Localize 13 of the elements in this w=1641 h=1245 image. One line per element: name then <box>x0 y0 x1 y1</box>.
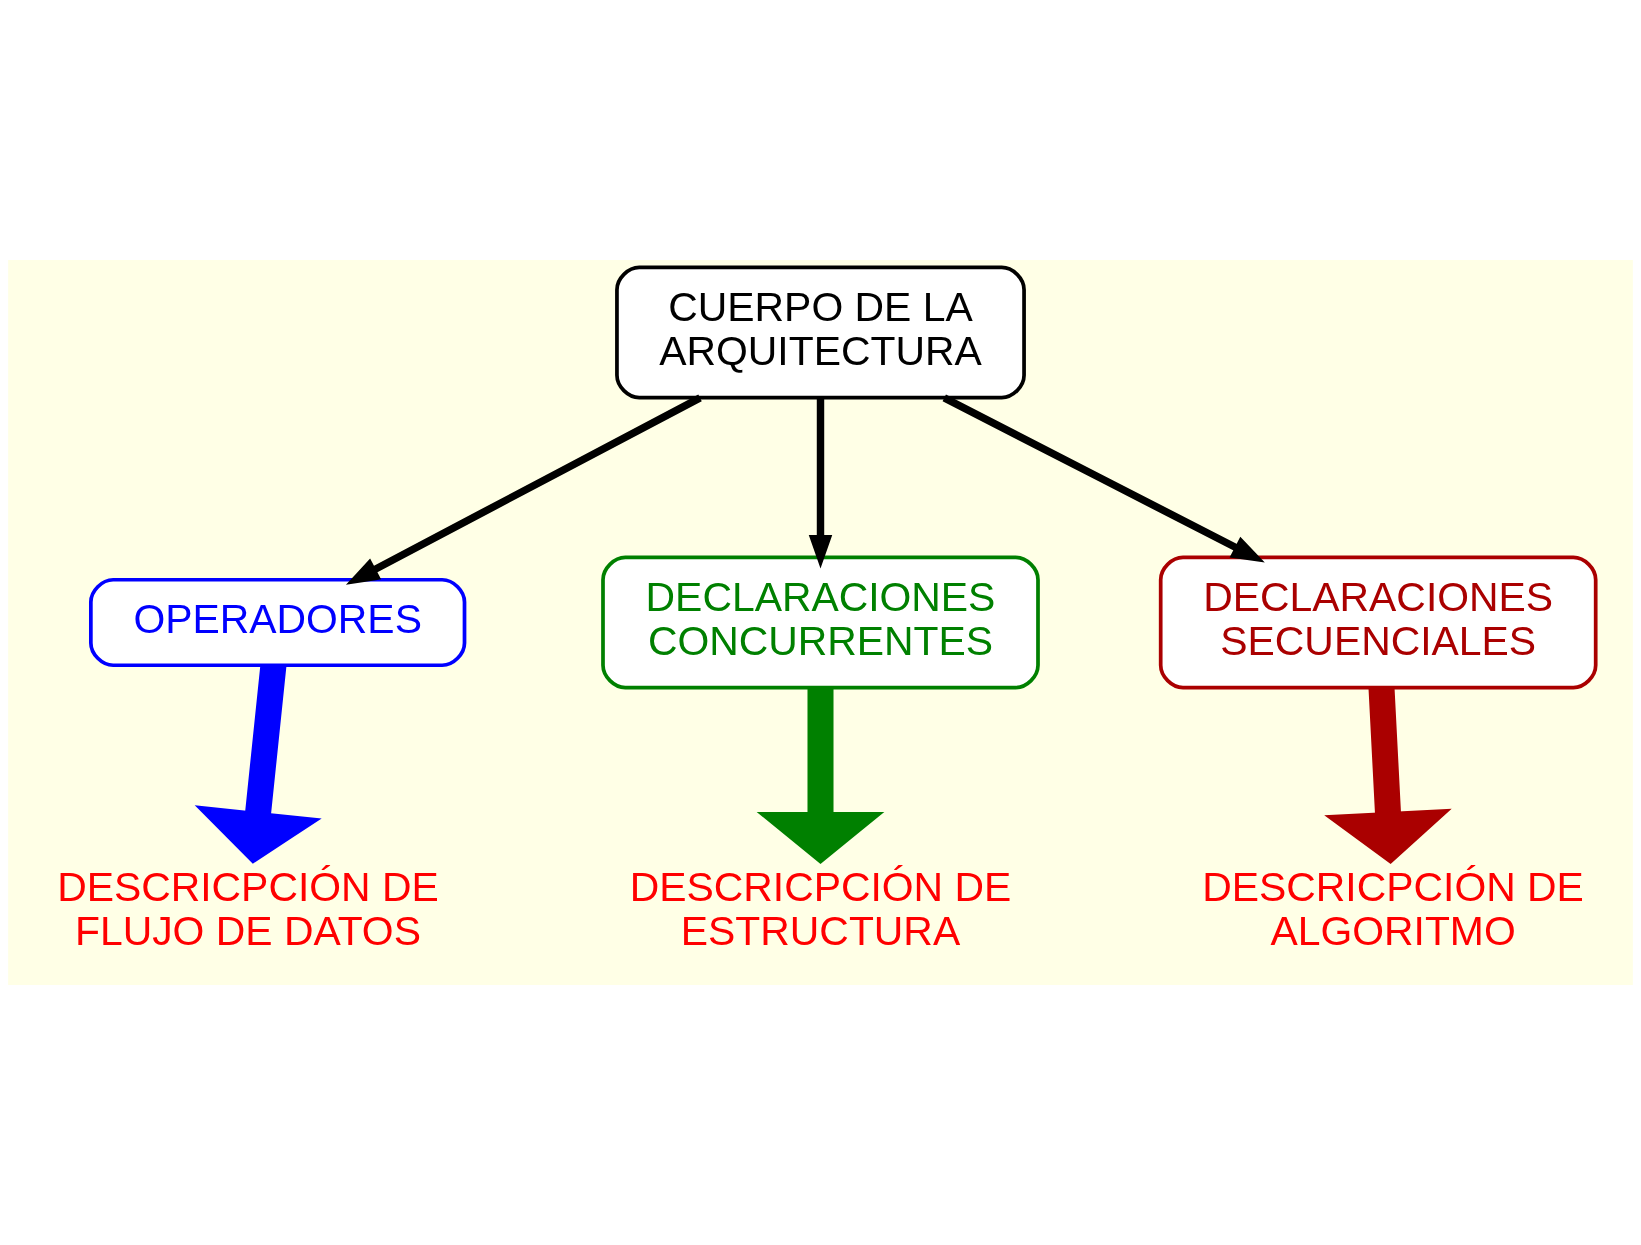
node-box: CUERPO DE LA ARQUITECTURA <box>615 265 1026 400</box>
node-box: DECLARACIONES CONCURRENTES <box>601 555 1040 690</box>
node-box: DECLARACIONES SECUENCIALES <box>1158 555 1598 690</box>
arrow <box>1324 687 1452 865</box>
node-text: DESCRICPCIÓN DE ALGORITMO <box>1202 863 1584 955</box>
arrow <box>808 397 833 569</box>
arrow <box>345 394 702 585</box>
arrow <box>194 664 322 864</box>
arrow <box>942 394 1265 563</box>
node-text: DESCRICPCIÓN DE ESTRUCTURA <box>629 863 1012 955</box>
node-box: OPERADORES <box>89 577 467 668</box>
arrow <box>756 687 885 865</box>
node-text: DESCRICPCIÓN DE FLUJO DE DATOS <box>57 863 439 955</box>
